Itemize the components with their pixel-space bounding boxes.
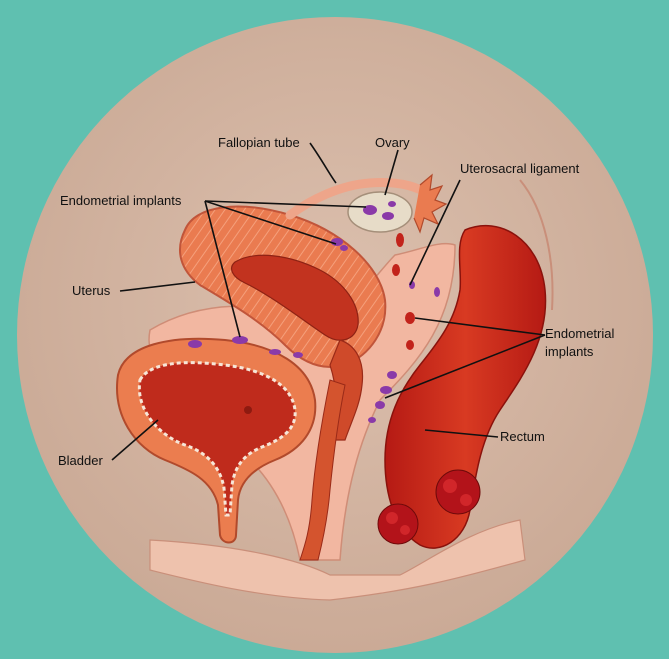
- ovary: [348, 192, 412, 232]
- ureter-opening: [244, 406, 252, 414]
- label-rectum: Rectum: [500, 429, 545, 444]
- label-uterus: Uterus: [72, 283, 111, 298]
- label-uterosacral-ligament: Uterosacral ligament: [460, 161, 580, 176]
- label-endometrial-implants-top: Endometrial implants: [60, 193, 182, 208]
- label-endometrial-implants-right-2: implants: [545, 344, 594, 359]
- label-fallopian-tube: Fallopian tube: [218, 135, 300, 150]
- label-endometrial-implants-right-1: Endometrial: [545, 326, 614, 341]
- label-ovary: Ovary: [375, 135, 410, 150]
- label-bladder: Bladder: [58, 453, 103, 468]
